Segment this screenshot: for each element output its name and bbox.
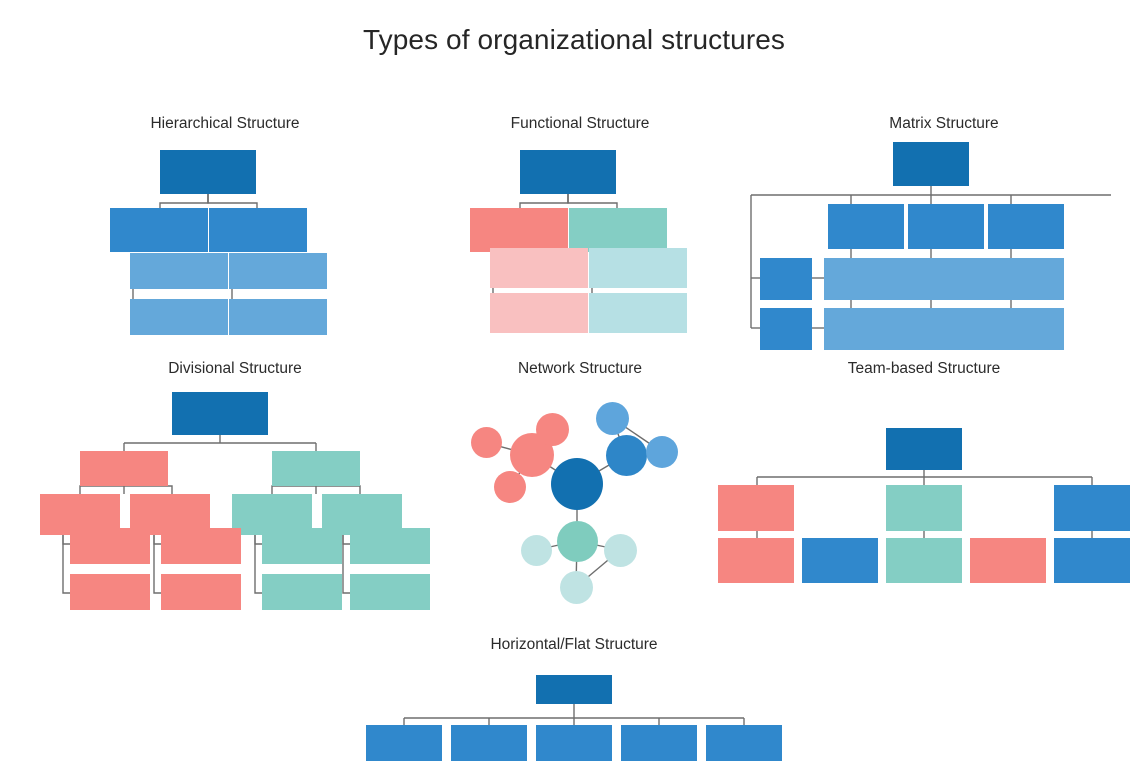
- node-column-header-3-matrix: [988, 204, 1064, 249]
- node-root-matrix: [893, 142, 969, 186]
- node-unit-2-horizontal-flat: [451, 725, 527, 761]
- net-node-teal-b-network: [604, 534, 637, 567]
- node-member-1-team-based: [718, 538, 794, 583]
- page-title: Types of organizational structures: [362, 24, 786, 55]
- node-level3-d-hierarchical: [229, 299, 327, 335]
- net-node-blue-a-network: [596, 402, 629, 435]
- node-level2-left-hierarchical: [110, 208, 208, 252]
- net-node-salmon-b-network: [536, 413, 569, 446]
- node-team-l2b-divisional: [161, 574, 241, 610]
- node-cell-r1c1-matrix: [824, 258, 904, 300]
- node-member-5-team-based: [1054, 538, 1130, 583]
- node-cell-r2c1-matrix: [824, 308, 904, 350]
- node-division-ops-functional: [569, 208, 667, 252]
- node-division-right-divisional: [272, 451, 360, 486]
- node-unit-5-horizontal-flat: [706, 725, 782, 761]
- node-team-ops-1-functional: [589, 248, 687, 288]
- node-team-r1a-divisional: [262, 528, 342, 564]
- node-member-4-team-based: [970, 538, 1046, 583]
- net-node-cluster-blue-hub-network: [606, 435, 647, 476]
- node-team-l2a-divisional: [161, 528, 241, 564]
- chart-title-divisional: Divisional Structure: [168, 360, 302, 377]
- chart-title-network: Network Structure: [517, 360, 643, 377]
- node-unit-4-horizontal-flat: [621, 725, 697, 761]
- node-team-l1b-divisional: [70, 574, 150, 610]
- net-node-cluster-teal-hub-network: [557, 521, 598, 562]
- chart-functional: Functional Structure: [420, 100, 740, 340]
- node-member-3-team-based: [886, 538, 962, 583]
- chart-title-team-based: Team-based Structure: [847, 360, 1001, 377]
- node-root-team-based: [886, 428, 962, 470]
- chart-matrix: Matrix Structure: [740, 100, 1148, 350]
- node-team-sales-1-functional: [490, 248, 588, 288]
- net-node-salmon-a-network: [471, 427, 502, 458]
- node-cell-r2c3-matrix: [984, 308, 1064, 350]
- chart-team-based: Team-based Structure: [700, 352, 1148, 592]
- node-team-lead-1-team-based: [718, 485, 794, 531]
- net-node-salmon-c-network: [494, 471, 526, 503]
- chart-title-matrix: Matrix Structure: [889, 115, 999, 132]
- node-row-header-2-matrix: [760, 308, 812, 350]
- chart-title-functional: Functional Structure: [510, 115, 650, 132]
- node-column-header-2-matrix: [908, 204, 984, 249]
- node-unit-3-horizontal-flat: [536, 725, 612, 761]
- node-team-r2a-divisional: [350, 528, 430, 564]
- node-column-header-1-matrix: [828, 204, 904, 249]
- node-team-r1b-divisional: [262, 574, 342, 610]
- node-cell-r1c3-matrix: [984, 258, 1064, 300]
- node-team-lead-3-team-based: [1054, 485, 1130, 531]
- chart-title-horizontal-flat: Horizontal/Flat Structure: [490, 636, 658, 653]
- node-team-lead-2-team-based: [886, 485, 962, 531]
- node-root-horizontal-flat: [536, 675, 612, 704]
- chart-title-hierarchical: Hierarchical Structure: [150, 115, 300, 132]
- node-level2-right-hierarchical: [209, 208, 307, 252]
- node-team-r2b-divisional: [350, 574, 430, 610]
- node-team-l1a-divisional: [70, 528, 150, 564]
- net-node-teal-c-network: [560, 571, 593, 604]
- chart-hierarchical: Hierarchical Structure: [0, 100, 400, 340]
- node-cell-r2c2-matrix: [904, 308, 984, 350]
- node-team-ops-2-functional: [589, 293, 687, 333]
- node-level3-b-hierarchical: [229, 253, 327, 289]
- node-team-sales-2-functional: [490, 293, 588, 333]
- node-unit-1-horizontal-flat: [366, 725, 442, 761]
- node-member-2-team-based: [802, 538, 878, 583]
- node-row-header-1-matrix: [760, 258, 812, 300]
- node-cell-r1c2-matrix: [904, 258, 984, 300]
- node-division-sales-functional: [470, 208, 568, 252]
- node-root-functional: [520, 150, 616, 194]
- chart-horizontal-flat: Horizontal/Flat Structure: [330, 628, 818, 761]
- node-division-left-divisional: [80, 451, 168, 486]
- node-level3-a-hierarchical: [130, 253, 228, 289]
- node-root-hierarchical: [160, 150, 256, 194]
- net-node-blue-b-network: [646, 436, 678, 468]
- node-root-divisional: [172, 392, 268, 435]
- net-node-teal-a-network: [521, 535, 552, 566]
- chart-network: Network Structure: [440, 352, 720, 622]
- chart-divisional: Divisional Structure: [20, 352, 450, 622]
- net-node-hub-network: [551, 458, 603, 510]
- node-level3-c-hierarchical: [130, 299, 228, 335]
